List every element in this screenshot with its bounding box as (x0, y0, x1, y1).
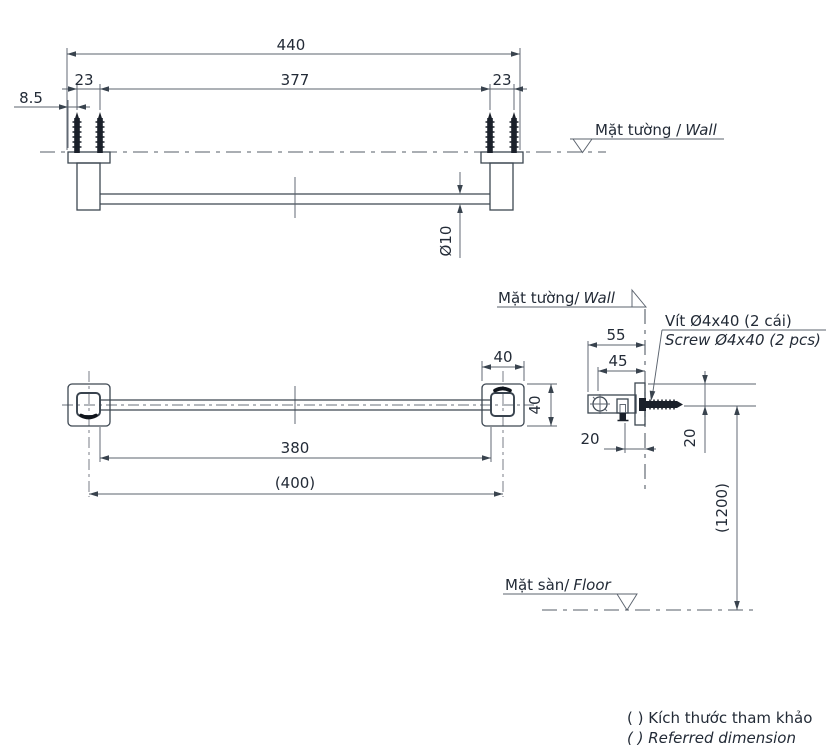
wall-screw-side (639, 398, 683, 411)
right-setscrew-mark (493, 386, 512, 393)
dim-edge-offset: 8.5 (14, 89, 90, 148)
left-bracket-post-top (76, 162, 101, 211)
screw-icon (72, 112, 82, 153)
svg-text:440: 440 (277, 36, 306, 54)
floor-datum-triangle-icon (616, 593, 638, 611)
svg-text:Ø10: Ø10 (437, 226, 455, 257)
wall-datum-triangle-icon (572, 138, 593, 154)
wall-label-top-text: Mặt tường /Wall (595, 121, 718, 139)
dim-depth-total: 55 (587, 326, 645, 392)
legend: ( ) Kích thước tham khảo ( ) Referred di… (627, 709, 812, 747)
dim-screw-pitch-left: 23 (74, 71, 93, 89)
wall-flag-triangle-icon (631, 288, 648, 308)
floor-label: Mặt sàn/Floor (503, 576, 638, 611)
svg-text:45: 45 (608, 352, 627, 370)
svg-text:(400): (400) (275, 474, 315, 492)
dim-center-distance: (400) (89, 474, 503, 497)
side-view: Mặt tường/Wall (497, 288, 826, 611)
svg-text:55: 55 (606, 326, 625, 344)
bar-cross-section (590, 394, 610, 414)
screw-icon (509, 112, 519, 153)
right-bracket-post-top (489, 162, 514, 211)
screw-note: Vít Ø4x40 (2 cái) Screw Ø4x40 (2 pcs) (649, 312, 826, 401)
right-bracket-front (481, 383, 525, 427)
dim-hole-spacing: 23 377 23 (62, 71, 527, 110)
dim-bracket-height: 40 (526, 383, 557, 427)
floor-label-text: Mặt sàn/Floor (505, 576, 612, 594)
bracket-arm-side (587, 394, 637, 414)
dim-hole-span: 377 (281, 71, 310, 89)
mounting-screws-top (72, 112, 519, 153)
dim-overall-width: 440 (66, 36, 521, 150)
svg-text:380: 380 (281, 439, 310, 457)
top-view: Mặt tường /Wall (14, 36, 724, 258)
front-view: 40 40 380 (400) (62, 348, 557, 497)
dim-bar-diameter: Ø10 (437, 172, 463, 258)
svg-text:20: 20 (580, 430, 599, 448)
dim-screw-height: 20 (681, 371, 708, 453)
legend-vi: ( ) Kích thước tham khảo (627, 709, 812, 727)
wall-label-top: Mặt tường /Wall (570, 121, 724, 154)
screw-note-en: Screw Ø4x40 (2 pcs) (665, 331, 821, 349)
svg-text:20: 20 (681, 428, 699, 447)
wall-label-side-text: Mặt tường/Wall (498, 289, 616, 307)
svg-text:40: 40 (526, 395, 544, 414)
dim-bar-length: 380 (99, 427, 492, 462)
dim-bracket-width: 40 (481, 348, 525, 381)
right-bracket-inner-front (490, 392, 515, 417)
left-bracket-flange-top (67, 151, 111, 164)
setscrew-side (616, 398, 629, 422)
right-bracket-flange-top (480, 151, 524, 164)
dim-setscrew-offset: 20 (580, 423, 656, 453)
svg-text:(1200): (1200) (713, 483, 731, 533)
dim-depth-to-center: 45 (597, 352, 645, 391)
svg-text:40: 40 (493, 348, 512, 366)
wall-label-side: Mặt tường/Wall (497, 288, 648, 308)
left-bracket-front (67, 383, 111, 427)
screw-icon (95, 112, 105, 153)
dim-screw-pitch-right: 23 (492, 71, 511, 89)
dim-mount-height: (1200) (713, 406, 740, 610)
legend-en: ( ) Referred dimension (627, 729, 796, 747)
screw-icon (485, 112, 495, 153)
svg-text:8.5: 8.5 (19, 89, 43, 107)
left-setscrew-mark (79, 413, 98, 420)
screw-note-vi: Vít Ø4x40 (2 cái) (665, 312, 792, 330)
left-bracket-inner-front (76, 392, 101, 417)
